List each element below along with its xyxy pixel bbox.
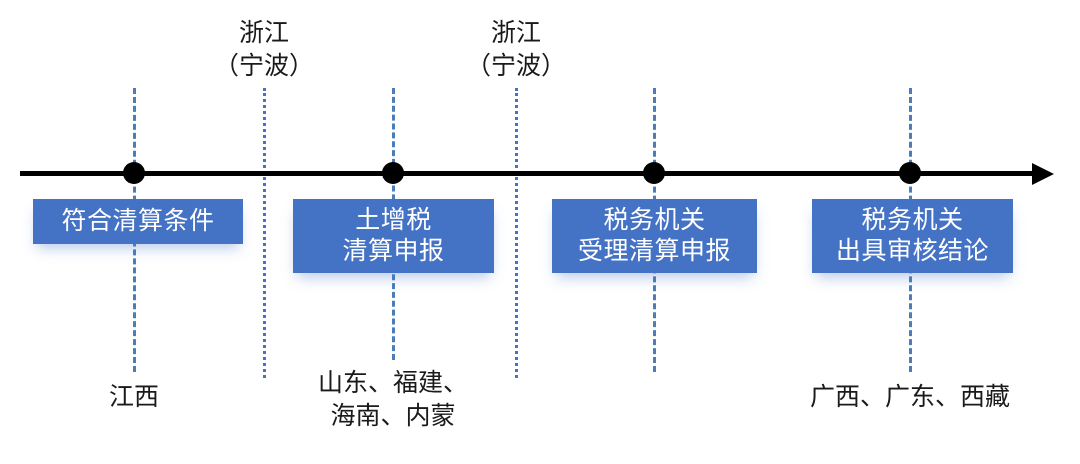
timeline-node-dot-2[interactable] bbox=[382, 162, 404, 184]
node-annotation-1: 江西 bbox=[74, 382, 194, 415]
node-annotation-4: 广西、广东、西藏 bbox=[800, 382, 1020, 415]
stage-box-node-1[interactable]: 符合清算条件 bbox=[33, 199, 243, 244]
stage-box-node-3-line-2: 受理清算申报 bbox=[577, 238, 731, 265]
node-annotation-4-line-1: 广西、广东、西藏 bbox=[809, 384, 1010, 411]
dotted-separator-2 bbox=[515, 88, 518, 378]
stage-box-node-4-line-2: 出具审核结论 bbox=[835, 238, 989, 265]
stage-box-node-2-line-1: 土增税 bbox=[355, 206, 432, 234]
separator-label-2-line-2: （宁波） bbox=[465, 52, 566, 80]
stage-box-node-4[interactable]: 税务机关 出具审核结论 bbox=[812, 199, 1013, 273]
dotted-separator-1 bbox=[263, 88, 266, 378]
separator-label-1: 浙江 （宁波） bbox=[194, 18, 334, 83]
stage-box-node-1-line-1: 符合清算条件 bbox=[61, 207, 215, 235]
timeline-node-dot-4[interactable] bbox=[899, 162, 921, 184]
timeline-node-dot-1[interactable] bbox=[123, 162, 145, 184]
node-annotation-2-line-2: 海南、内蒙 bbox=[330, 402, 456, 430]
timeline-axis-line bbox=[20, 171, 1036, 176]
node-annotation-2: 山东、福建、 海南、内蒙 bbox=[313, 368, 473, 433]
separator-label-1-line-2: （宁波） bbox=[213, 52, 314, 80]
stage-box-node-2-line-2: 清算申报 bbox=[342, 238, 445, 265]
stage-box-node-2[interactable]: 土增税 清算申报 bbox=[293, 199, 494, 273]
node-annotation-1-line-1: 江西 bbox=[108, 384, 159, 411]
separator-label-1-line-1: 浙江 bbox=[238, 20, 289, 47]
separator-label-2: 浙江 （宁波） bbox=[446, 18, 586, 83]
separator-label-2-line-1: 浙江 bbox=[490, 20, 541, 47]
stage-box-node-3[interactable]: 税务机关 受理清算申报 bbox=[552, 199, 757, 273]
timeline-arrowhead-icon bbox=[1032, 163, 1054, 185]
stage-box-node-3-line-1: 税务机关 bbox=[603, 206, 706, 234]
node-annotation-2-line-1: 山东、福建、 bbox=[317, 370, 468, 397]
timeline-node-dot-3[interactable] bbox=[643, 162, 665, 184]
stage-box-node-4-line-1: 税务机关 bbox=[861, 206, 964, 234]
